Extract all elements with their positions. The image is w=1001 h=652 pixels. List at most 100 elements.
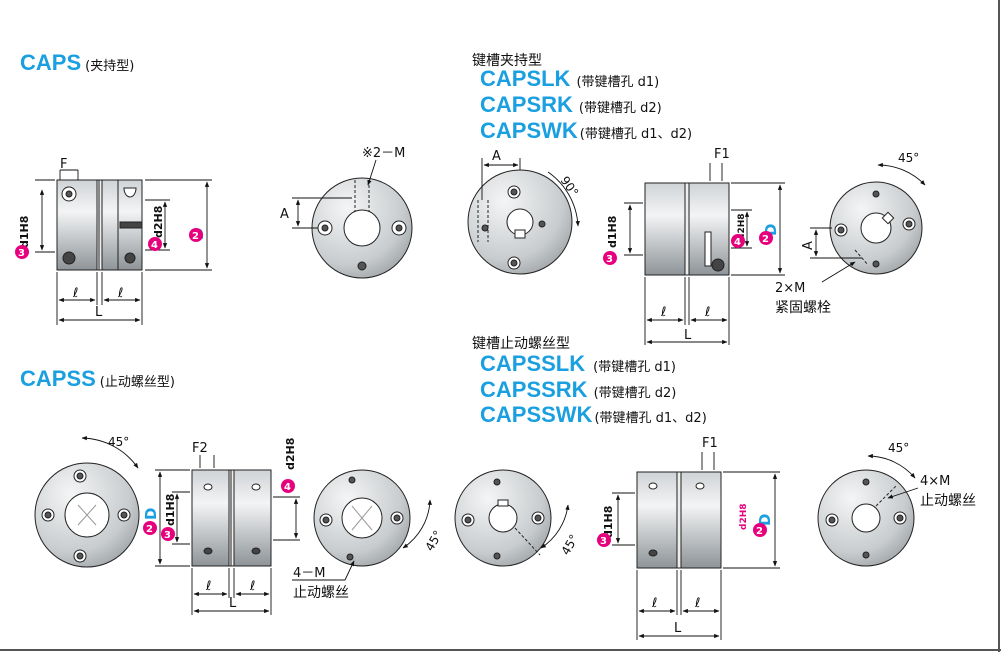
capsswk-note: (带键槽孔 d1、d2) [594,411,707,426]
badge-2-capss-text: 2 [146,524,153,535]
capsslk-45-label: 45° [558,532,581,557]
capslk-side-view [644,182,730,276]
capss-front1-45-label: 45° [108,435,129,449]
capss-side-labels: F2 ℓ ℓ L d1H8 d2H8 D [142,438,297,611]
capss-badges: 2 3 4 [143,479,295,541]
frame-bottom [0,649,1001,651]
capss-ell-right: ℓ [249,579,255,594]
capsswk-title: CAPSSWK(带键槽孔 d1、d2) [480,402,707,428]
capssrk-note: (带键槽孔 d2) [593,386,677,401]
caps-front-dims [292,159,377,229]
badge-3-capslk-text: 3 [606,254,613,265]
capsrk-front-dims [810,162,926,283]
capss-stop-label: 止动螺丝 [293,585,349,601]
capsrk-title: CAPSRK(带键槽孔 d2) [480,92,662,118]
capssrk-title: CAPSSRK (带键槽孔 d2) [480,377,676,403]
capss-note: (止动螺丝型) [99,375,175,390]
caps-L-label: L [95,305,103,320]
caps-F-label: F [60,157,67,172]
caps-side-dims [35,169,212,325]
caps-note: (夹持型) [85,59,135,74]
badge-3-capss [161,527,175,541]
capsslk-code: CAPSSLK [480,351,586,376]
capss-title: CAPSS(止动螺丝型) [20,366,175,392]
capss-front-view-1 [34,462,140,568]
capsswk-code: CAPSSWK [480,402,593,427]
capsslk-front-view [454,469,552,567]
caps-code: CAPS [20,50,82,75]
capss-d1-label: d1H8 [164,494,177,526]
capslk-front-dims [481,158,580,227]
capss-front2-45-label: 45° [422,528,445,553]
capssrk-45-label: 45° [888,441,909,455]
capswk-code: CAPSWK [480,118,578,143]
badge-3-caps-text: 3 [18,248,25,259]
capswk-title: CAPSWK(带键槽孔 d1、d2) [480,118,692,144]
capsslk-side-view [636,471,722,569]
capssrk-front-view [817,469,915,567]
badge-2-caps [189,228,203,242]
caps-side-view [56,179,143,271]
capslk-note: (带键槽孔 d1) [576,75,660,90]
badge-2-capslk [759,231,773,245]
capss-front1-angle [81,435,139,469]
capslk-setscrew-label: 紧固螺栓 [775,300,831,316]
capslk-d2-label: d2H8 [737,214,747,241]
capslk-d1-label: d1H8 [606,216,619,248]
badge-2-capsslk [753,523,767,537]
caps-ell-right: ℓ [117,286,123,301]
capssrk-front-dims [867,453,919,499]
capss-F2-label: F2 [192,441,208,456]
capsslk-note: (带键槽孔 d1) [593,360,676,375]
badge-4-capslk-text: 4 [734,237,741,248]
capslk-side-labels: F1 ℓ ℓ L d1H8 d2H8 D 2×M 紧固螺栓 [606,147,831,343]
capswk-note: (带键槽孔 d1、d2) [579,127,693,142]
capsrk-A-label: A [801,241,816,250]
capsslk-ell-left: ℓ [651,596,657,611]
caps-front-view [311,177,413,279]
badge-3-capslk [603,251,617,265]
badge-4-caps [148,237,162,251]
capsslk-F1-label: F1 [702,436,718,451]
capslk-code: CAPSLK [480,66,571,91]
capslk-A-label: A [492,149,501,164]
badge-3-capsslk [597,533,611,547]
capsrk-45-label: 45° [898,151,919,165]
keyway-clamp-heading: 键槽夹持型 [472,53,542,69]
caps-m2-label: ※2－M [362,146,405,161]
badge-4-capslk [731,234,745,248]
badge-2-capslk-text: 2 [762,234,769,245]
capslk-badges: 3 4 2 [603,231,773,265]
capsslk-d1-label: d1H8 [602,506,615,538]
capsrk-front-view [829,181,923,275]
caps-title: CAPS(夹持型) [20,50,134,76]
capss-D-label: D [142,508,160,520]
capss-front2-dims [292,499,432,581]
capss-side-dims [155,455,300,615]
badge-3-capsslk-text: 3 [600,536,607,547]
capssrk-code: CAPSSRK [480,377,588,402]
capsslk-side-dims [612,452,780,640]
capssrk-stop-label: 止动螺丝 [920,493,976,509]
capsslk-ell-right: ℓ [694,596,700,611]
frame-right [998,0,1000,652]
capsslk-front-angle [540,504,570,549]
badge-3-capss-text: 3 [164,530,171,541]
badge-4-capss-text: 4 [284,482,291,493]
caps-d2-label: d2H8 [152,206,165,238]
capssrk-m4x-label: 4×M [920,474,950,489]
capsslk-badges: 3 2 [597,523,767,547]
capss-d2-label: d2H8 [284,438,297,470]
caps-d1-label: d1H8 [18,216,31,248]
badge-4-caps-text: 4 [151,240,158,251]
capss-side-view [191,469,272,567]
badge-4-capss [281,479,295,493]
capsslk-d2-label: d2H8 [739,504,749,531]
capslk-front-view [467,169,573,275]
capsslk-title: CAPSSLK (带键槽孔 d1) [480,351,676,377]
capsrk-code: CAPSRK [480,92,573,117]
capslk-F1-label: F1 [714,147,730,162]
capsslk-D-label: D [756,514,774,526]
keyway-setscrew-heading: 键槽止动螺丝型 [472,336,570,352]
